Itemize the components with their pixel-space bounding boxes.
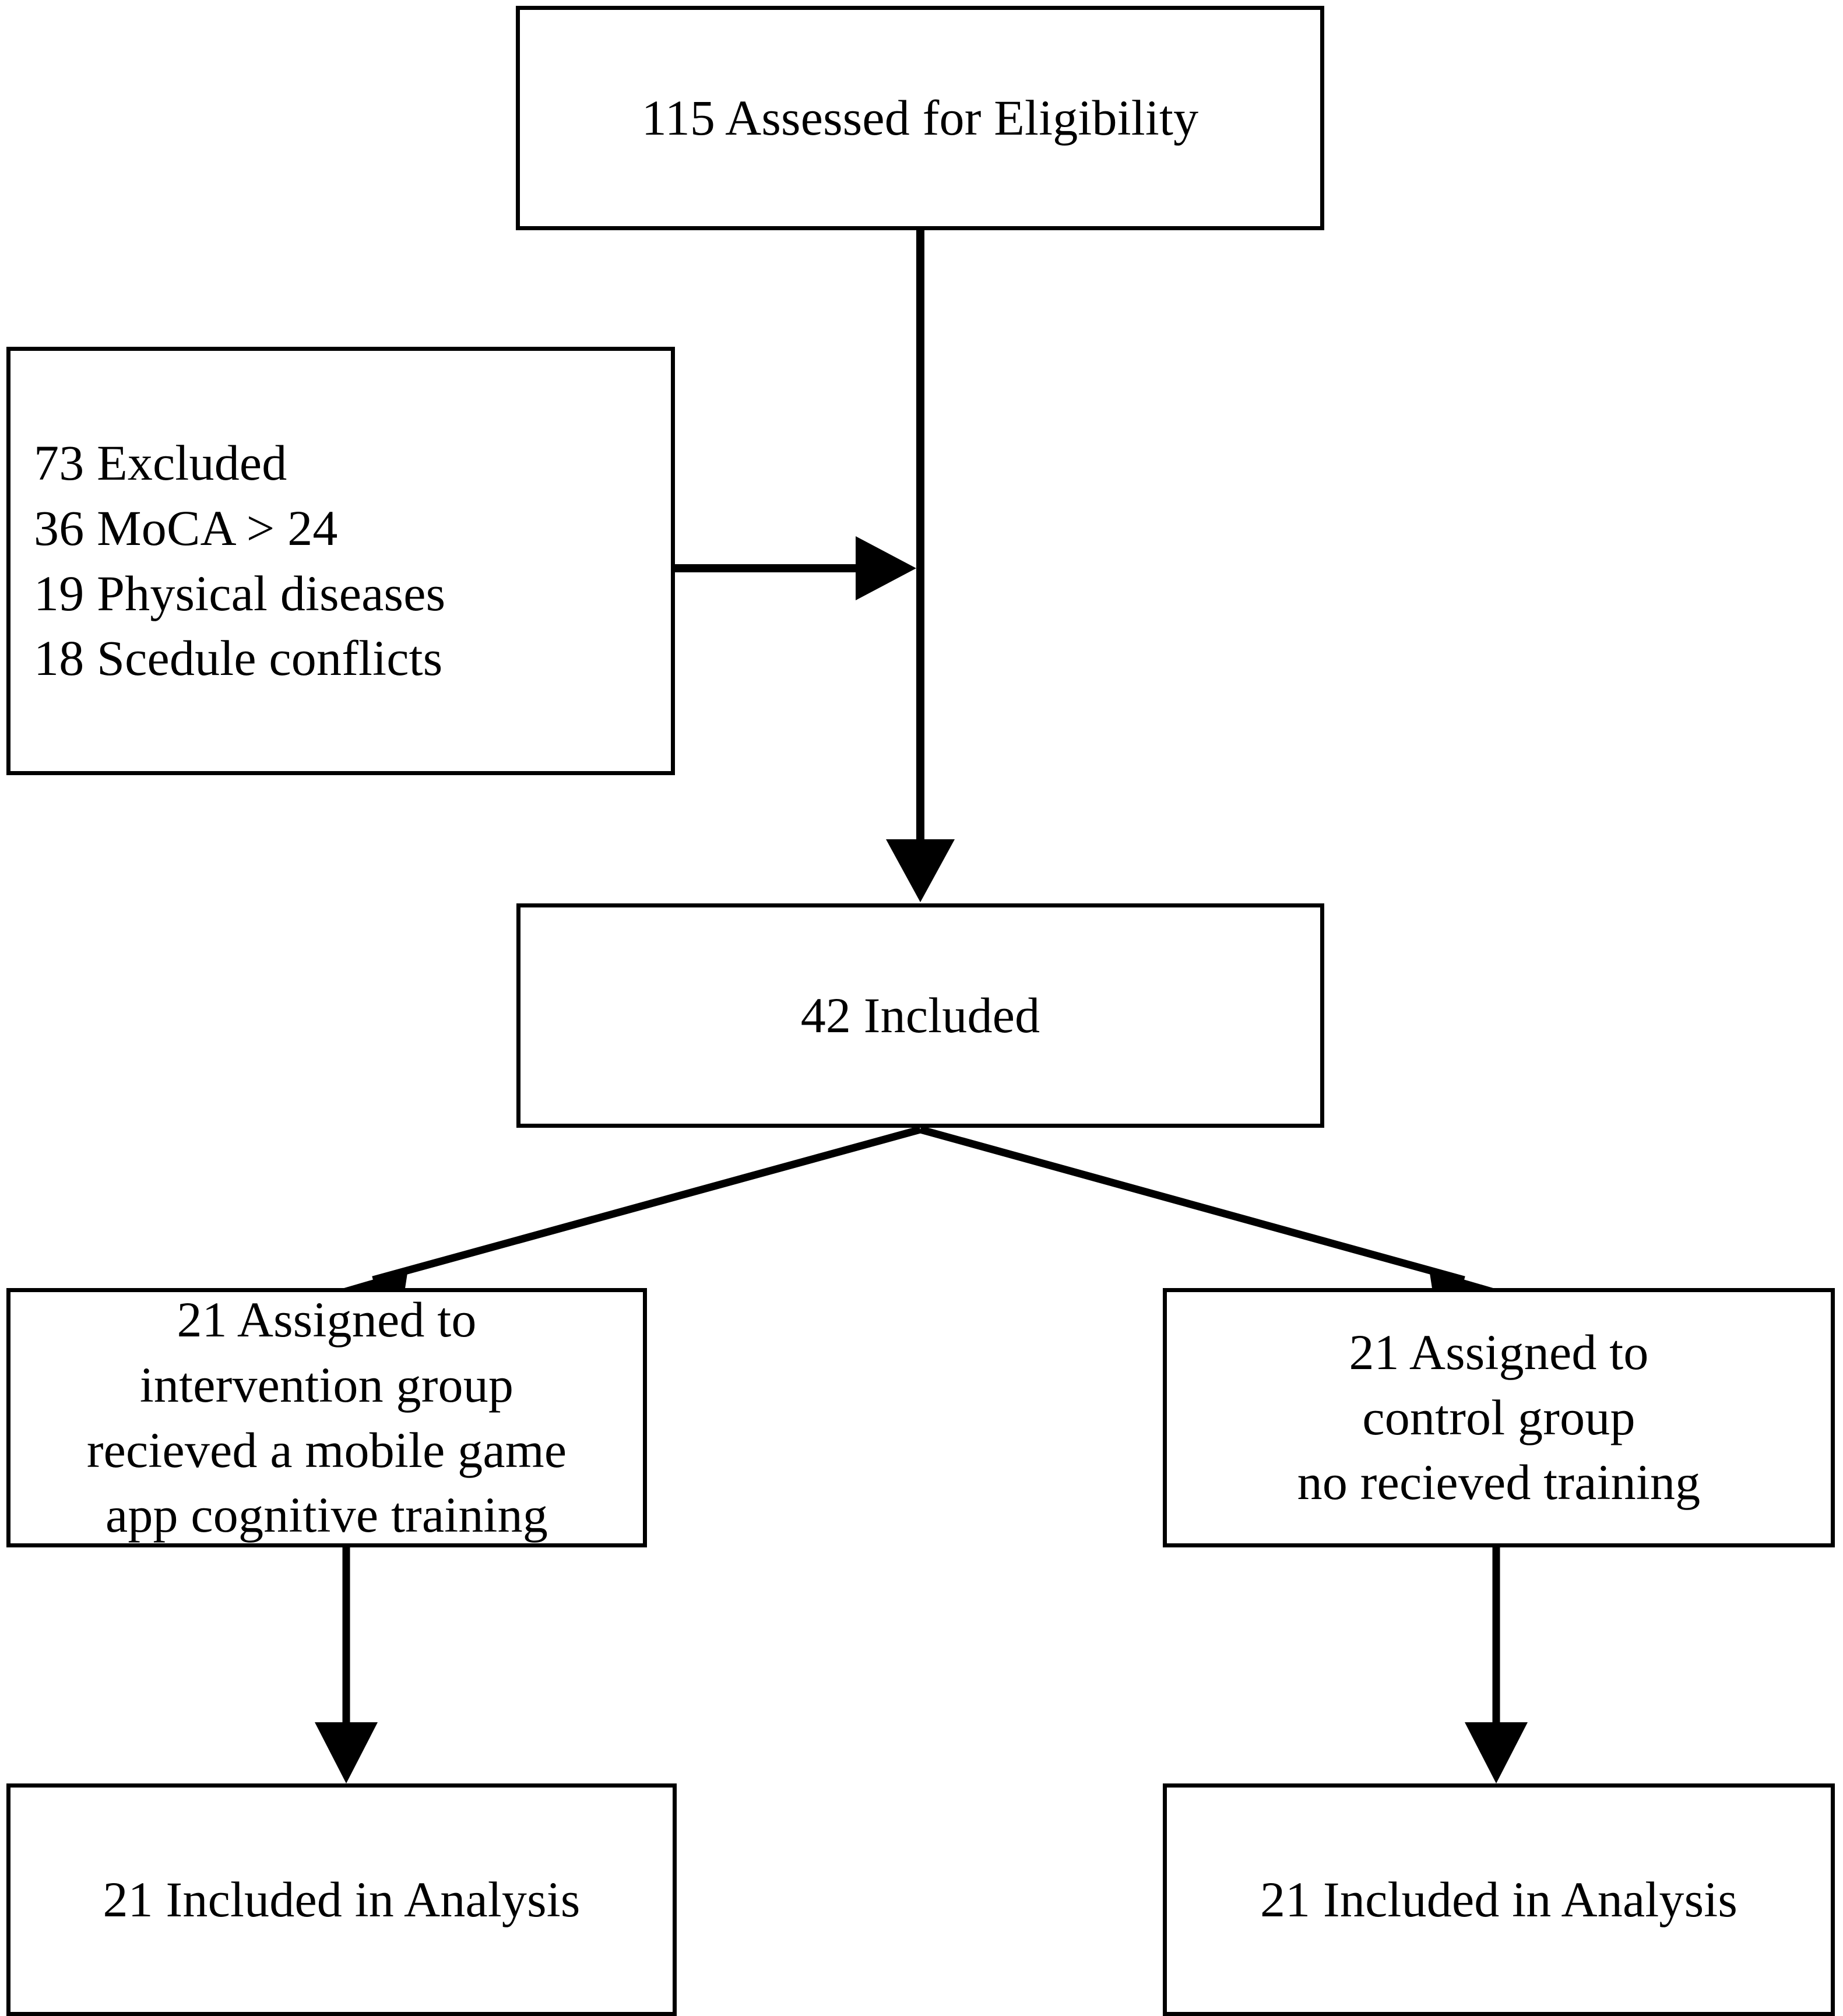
intervention-analysis-box: 21 Included in Analysis	[6, 1783, 677, 2016]
control-analysis-box: 21 Included in Analysis	[1163, 1783, 1835, 2016]
excluded-box: 73 Excluded 36 MoCA > 24 19 Physical dis…	[6, 347, 675, 775]
control-group-box: 21 Assigned to control group no recieved…	[1163, 1288, 1835, 1547]
assessed-for-eligibility-label: 115 Assessed for Eligibility	[641, 89, 1199, 146]
included-label: 42 Included	[800, 987, 1040, 1043]
assessed-for-eligibility-box: 115 Assessed for Eligibility	[516, 6, 1324, 230]
intervention-group-label: 21 Assigned to intervention group reciev…	[86, 1291, 567, 1543]
arrowhead-into-intervention-analysis-box	[315, 1722, 378, 1783]
arrowhead-into-included-box	[886, 839, 955, 902]
included-box: 42 Included	[516, 903, 1324, 1128]
arrowhead-excluded-branch	[856, 536, 916, 600]
control-group-label: 21 Assigned to control group no recieved…	[1297, 1324, 1701, 1511]
arrowhead-into-control-analysis-box	[1465, 1722, 1528, 1783]
control-analysis-label: 21 Included in Analysis	[1260, 1871, 1738, 1927]
connector-included-to-control-line	[919, 1125, 1465, 1284]
excluded-reasons-label: 73 Excluded 36 MoCA > 24 19 Physical dis…	[34, 434, 446, 687]
intervention-group-box: 21 Assigned to intervention group reciev…	[6, 1288, 647, 1547]
intervention-analysis-label: 21 Included in Analysis	[103, 1871, 581, 1927]
connector-included-to-intervention-line	[372, 1125, 922, 1284]
